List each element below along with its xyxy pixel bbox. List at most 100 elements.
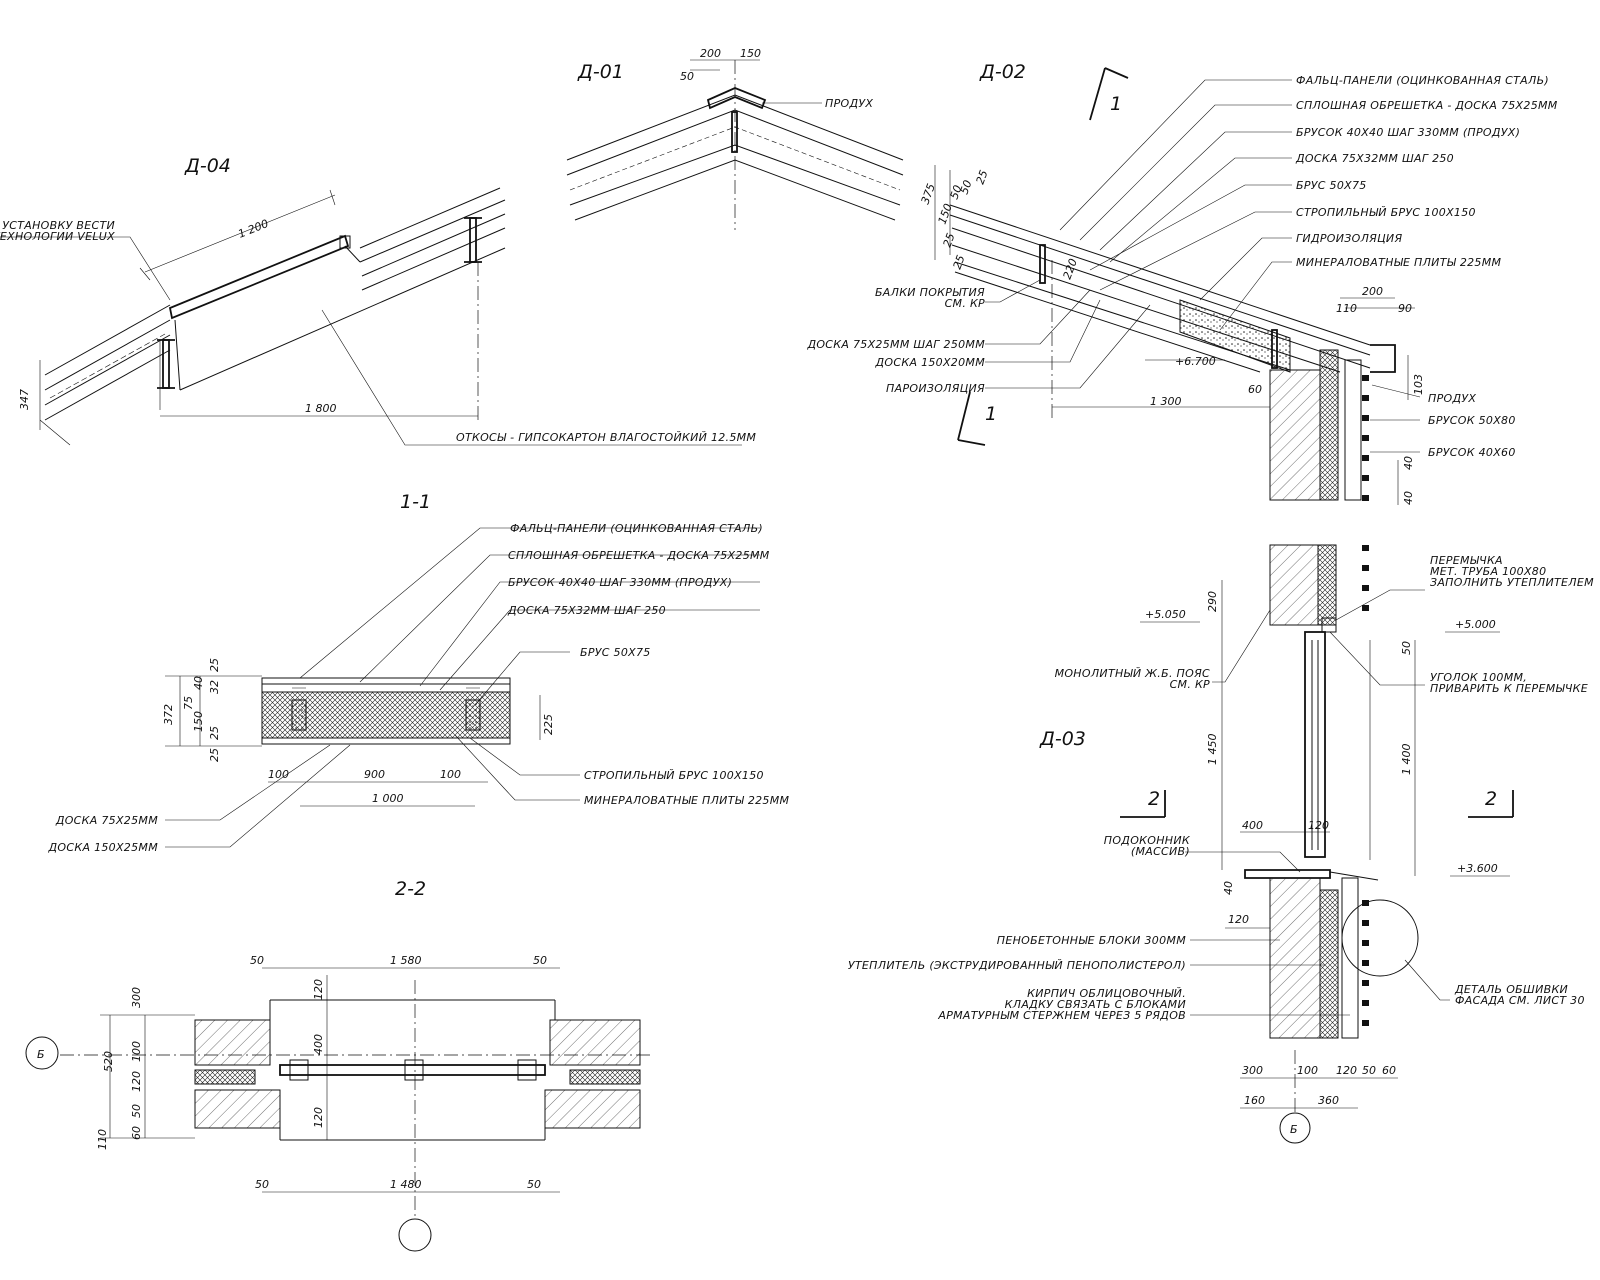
- s22-dim-120c: 120: [130, 1071, 143, 1092]
- d02-dim-200: 200: [1362, 285, 1383, 298]
- d02-label-2: БРУСОК 40X40 ШАГ 330ММ (ПРОДУХ): [1296, 126, 1520, 139]
- d03-dim-360: 360: [1318, 1094, 1339, 1107]
- d01-label-produkh: ПРОДУХ: [825, 97, 873, 110]
- s11-label-rafter: СТРОПИЛЬНЫЙ БРУС 100X150: [584, 769, 764, 782]
- d01-ridge-cap: [706, 87, 767, 110]
- d02-label-7: МИНЕРАЛОВАТНЫЕ ПЛИТЫ 225ММ: [1296, 256, 1502, 269]
- d03-label-brick-1: КИРПИЧ ОБЛИЦОВОЧНЫЙ.: [1027, 987, 1186, 1000]
- s11-dim-150: 150: [192, 711, 205, 732]
- s22-dim-50b: 50: [533, 954, 547, 967]
- d02-label-beams-1: БАЛКИ ПОКРЫТИЯ: [875, 286, 985, 299]
- s22-dim-50d: 50: [527, 1178, 541, 1191]
- d02-level: +6.700: [1175, 355, 1216, 368]
- d03-label-detail-2: ФАСАДА СМ. ЛИСТ 30: [1455, 994, 1585, 1007]
- s22-wall-left: [194, 1019, 271, 1066]
- s22-axis-bubble: [25, 1036, 59, 1070]
- d04-label-otkosy: ОТКОСЫ - ГИПСОКАРТОН ВЛАГОСТОЙКИЙ 12.5ММ: [456, 431, 756, 444]
- d03-cut-left: 2: [1148, 788, 1160, 810]
- s11-dim-100b: 100: [440, 768, 461, 781]
- s22-dim-50a: 50: [250, 954, 264, 967]
- s11-dim-25c: 25: [208, 748, 221, 762]
- d02-eaves: [1370, 344, 1396, 373]
- d02-dim-25a: 25: [941, 231, 958, 249]
- d03-dim-100: 100: [1297, 1064, 1318, 1077]
- d03-level-3600: +3.600: [1457, 862, 1498, 875]
- d02-label-produkh: ПРОДУХ: [1428, 392, 1476, 405]
- s22-dim-1480: 1 480: [390, 1178, 422, 1191]
- s11-label-2: БРУСОК 40X40 ШАГ 330ММ (ПРОДУХ): [508, 576, 732, 589]
- s11-rafter-right: [465, 699, 481, 731]
- s11-dim-900: 900: [364, 768, 385, 781]
- d03-window: [1304, 631, 1326, 858]
- d04-dim-1200: 1 200: [236, 217, 270, 241]
- d03-dim-1400: 1 400: [1400, 744, 1413, 776]
- d04-label-velux-2: ПО ТЕХНОЛОГИИ VELUX: [0, 230, 115, 243]
- d02-dim-60: 60: [1248, 383, 1262, 396]
- d02-label-brusok-50: БРУСОК 50Х80: [1428, 414, 1516, 427]
- d02-dim-103: 103: [1412, 374, 1425, 395]
- d04-beam-right: [469, 217, 477, 263]
- d03-dim-290: 290: [1206, 591, 1219, 612]
- d04-dim-347: 347: [18, 389, 31, 410]
- s11-dim-40: 40: [192, 676, 205, 690]
- d03-label-podok-1: ПОДОКОННИК: [1104, 834, 1191, 847]
- d03-label-podok-2: (МАССИВ): [1131, 845, 1190, 858]
- detail-d04: Д-04 1 200 1 800 347 УСТАНОВКУ ВЕСТИ ПО …: [0, 155, 756, 446]
- d03-dim-1450: 1 450: [1206, 734, 1219, 766]
- s11-dim-25b: 25: [208, 726, 221, 740]
- section-1-1: 1-1 ФАЛЬЦ-ПАНЕЛИ (ОЦИНКОВАННАЯ СТАЛЬ) СП…: [48, 491, 790, 854]
- s11-label-0: ФАЛЬЦ-ПАНЕЛИ (ОЦИНКОВАННАЯ СТАЛЬ): [510, 522, 763, 535]
- s11-label-4: БРУС 50X75: [580, 646, 651, 659]
- s22-dim-50e: 50: [130, 1104, 143, 1118]
- d03-label-blocks: ПЕНОБЕТОННЫЕ БЛОКИ 300ММ: [997, 934, 1186, 947]
- d03-sill: [1244, 869, 1331, 879]
- d03-dim-120a: 120: [1308, 819, 1329, 832]
- d01-dim-50: 50: [680, 70, 694, 83]
- d04-label-velux-1: УСТАНОВКУ ВЕСТИ: [2, 219, 115, 232]
- d04-velux-window: [168, 234, 350, 320]
- d01-ridge-beam: [731, 111, 738, 153]
- d03-axis-bubble: [1279, 1112, 1311, 1144]
- d01-title: Д-01: [577, 61, 624, 83]
- s11-dim-225: 225: [542, 714, 555, 735]
- d03-title: Д-03: [1039, 728, 1086, 750]
- s11-label-mineral: МИНЕРАЛОВАТНЫЕ ПЛИТЫ 225ММ: [584, 794, 790, 807]
- d02-dim-90: 90: [1398, 302, 1412, 315]
- d02-beam: [1039, 244, 1046, 284]
- s22-wall-right: [549, 1019, 641, 1066]
- s22-dim-60: 60: [130, 1126, 143, 1140]
- d03-level-5050: +5.050: [1145, 608, 1186, 621]
- d02-wall-blocks: [1269, 369, 1321, 501]
- d03-label-peremychka-3: ЗАПОЛНИТЬ УТЕПЛИТЕЛЕМ: [1430, 576, 1594, 589]
- d02-label-6: ГИДРОИЗОЛЯЦИЯ: [1296, 232, 1402, 245]
- s11-label-1: СПЛОШНАЯ ОБРЕШЕТКА - ДОСКА 75X25ММ: [508, 549, 770, 562]
- d02-dim-150: 150: [936, 202, 955, 226]
- detail-d02: Д-02 1 1 ФАЛЬЦ-ПАНЕЛИ (ОЦИНКОВАННАЯ: [806, 61, 1557, 505]
- s22-dim-120a: 120: [312, 979, 325, 1000]
- d02-label-3: ДОСКА 75X32ММ ШАГ 250: [1295, 152, 1454, 165]
- d02-dim-40a: 40: [1402, 456, 1415, 470]
- d03-label-peremychka-1: ПЕРЕМЫЧКА: [1430, 554, 1503, 567]
- d02-cut-mark-bottom: 1: [985, 403, 997, 425]
- s22-dim-100: 100: [130, 1041, 143, 1062]
- s22-window-frame: [279, 1064, 546, 1076]
- d02-label-5: СТРОПИЛЬНЫЙ БРУС 100X150: [1296, 206, 1476, 219]
- d02-label-board-2: ДОСКА 150X20ММ: [875, 356, 986, 369]
- d03-label-brick-2: КЛАДКУ СВЯЗАТЬ С БЛОКАМИ: [1005, 998, 1186, 1011]
- d02-dim-110: 110: [1336, 302, 1357, 315]
- s11-dim-100a: 100: [268, 768, 289, 781]
- d03-label-poyas-1: МОНОЛИТНЫЙ Ж.Б. ПОЯС: [1055, 667, 1210, 680]
- d02-title: Д-02: [979, 61, 1026, 83]
- s11-label-board-a: ДОСКА 75X25ММ: [55, 814, 158, 827]
- s11-dim-25a: 25: [208, 658, 221, 672]
- d03-wall-upper: [1269, 544, 1319, 626]
- d03-dim-120c: 120: [1336, 1064, 1357, 1077]
- d03-label-ugolok-1: УГОЛОК 100ММ,: [1430, 671, 1527, 684]
- d03-dim-40: 40: [1222, 881, 1235, 895]
- d04-dim-1800: 1 800: [305, 402, 337, 415]
- d02-label-0: ФАЛЬЦ-ПАНЕЛИ (ОЦИНКОВАННАЯ СТАЛЬ): [1296, 74, 1549, 87]
- d02-dim-50a: 50: [948, 183, 965, 201]
- s22-dim-50c: 50: [255, 1178, 269, 1191]
- d03-dim-160: 160: [1244, 1094, 1265, 1107]
- d03-detail-circle: [1341, 899, 1419, 977]
